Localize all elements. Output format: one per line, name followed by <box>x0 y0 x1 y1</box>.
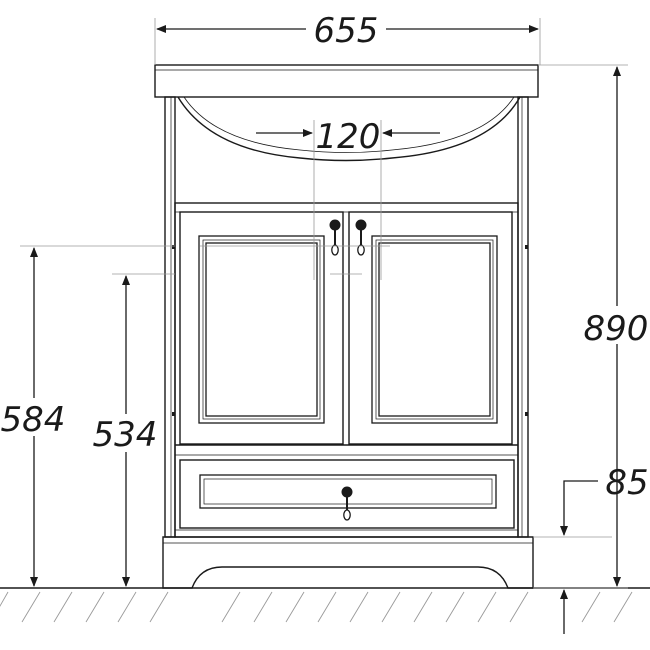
drain-spacing-label: 120 <box>316 117 381 157</box>
plinth-height-label: 85 <box>605 463 648 503</box>
door-handle-left-icon <box>329 219 341 256</box>
height-534-label: 534 <box>93 415 158 455</box>
dimension-plinth-height: 85 <box>560 463 649 634</box>
right-door <box>348 211 513 445</box>
door-handle-right-icon <box>355 219 367 256</box>
basin <box>154 64 539 162</box>
drawer-handle-icon <box>341 486 353 521</box>
dimension-overall-width: 655 <box>156 11 539 51</box>
plinth <box>162 536 534 589</box>
height-584-label: 584 <box>1 400 66 440</box>
dimension-drain-spacing: 120 <box>256 117 440 157</box>
dimension-overall-height: 890 <box>580 66 650 587</box>
side-posts <box>164 96 529 538</box>
left-door <box>179 211 344 445</box>
width-dimension-label: 655 <box>314 11 379 51</box>
floor <box>0 587 650 623</box>
hinge-markers <box>172 245 528 416</box>
dimension-height-534: 534 <box>92 275 158 587</box>
drawer <box>179 459 515 529</box>
dimension-height-584: 584 <box>0 247 66 587</box>
height-dimension-label: 890 <box>584 309 649 349</box>
extension-lines <box>20 18 628 589</box>
